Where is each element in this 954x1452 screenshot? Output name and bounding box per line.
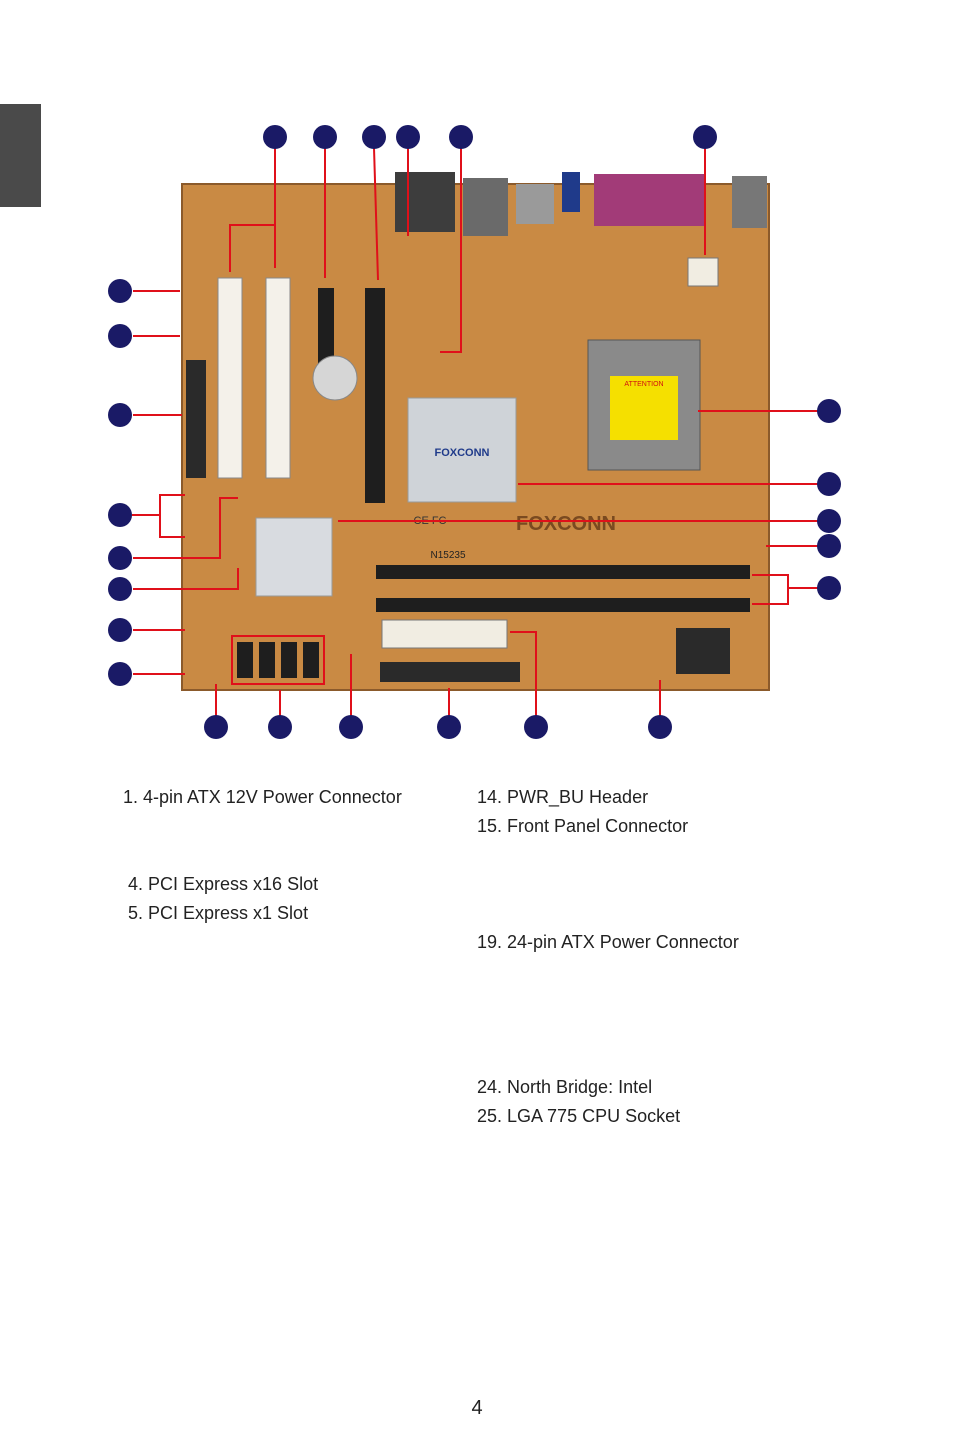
callout-marker: [268, 715, 292, 739]
callout-marker: [817, 509, 841, 533]
sata-port-1: [237, 642, 253, 678]
callout-marker: [817, 534, 841, 558]
callout-marker: [693, 125, 717, 149]
legend-item: 24. North Bridge: Intel: [477, 1077, 653, 1097]
callout-marker: [108, 662, 132, 686]
callout-marker: [108, 577, 132, 601]
board-model: N15235: [430, 550, 465, 561]
legend-item: [477, 957, 739, 986]
legend-left: 1. 4-pin ATX 12V Power Connector 4. PCI …: [123, 783, 402, 928]
callout-markers: [108, 125, 841, 739]
sata-port-3: [281, 642, 297, 678]
legend-item: [477, 870, 739, 899]
heatsink-brand: FOXCONN: [435, 447, 490, 459]
callout-marker: [108, 324, 132, 348]
legend-item: [123, 841, 402, 870]
legend-item: 25. LGA 775 CPU Socket: [477, 1106, 681, 1126]
pci-slot-2: [265, 277, 291, 479]
callout-marker: [524, 715, 548, 739]
legend-item: [477, 899, 739, 928]
rear-io-lan: [463, 178, 508, 236]
legend-item: [123, 812, 402, 841]
legend-item: 15. Front Panel Connector: [477, 816, 689, 836]
board-brand: FOXCONN: [516, 513, 616, 535]
callout-marker: [263, 125, 287, 149]
sata-port-2: [259, 642, 275, 678]
legend-item: [477, 1015, 739, 1044]
cpu-socket-cover: [610, 376, 678, 440]
legend-item: 1. 4-pin ATX 12V Power Connector: [123, 787, 402, 807]
page-number: 4: [471, 1397, 483, 1419]
legend-item: 19. 24-pin ATX Power Connector: [477, 932, 739, 952]
callout-marker: [108, 279, 132, 303]
ide-connector: [380, 662, 520, 682]
callout-marker: [362, 125, 386, 149]
sata-port-4: [303, 642, 319, 678]
callout-marker: [396, 125, 420, 149]
rear-io-vga: [562, 172, 580, 212]
legend-item: [477, 841, 739, 870]
motherboard-diagram: FOXCONN ATTENTION FOXCONN CE FC N15235: [108, 125, 841, 739]
rear-io-audio: [395, 172, 455, 232]
callout-marker: [108, 403, 132, 427]
callout-arrows: [132, 147, 828, 727]
cmos-battery: [312, 355, 358, 401]
south-bridge-heatsink: [255, 517, 333, 597]
callout-marker: [449, 125, 473, 149]
callout-marker: [817, 472, 841, 496]
legend-right: 14. PWR_BU Header 15. Front Panel Connec…: [477, 783, 739, 1131]
legend-item: 4. PCI Express x16 Slot: [128, 874, 319, 894]
callout-marker: [339, 715, 363, 739]
floppy-connector: [186, 360, 206, 478]
callout-marker: [108, 546, 132, 570]
legend-item: [477, 986, 739, 1015]
chapter-tab: [0, 104, 41, 207]
callout-marker: [648, 715, 672, 739]
callout-marker: [817, 576, 841, 600]
atx-24pin-connector: [381, 619, 508, 649]
callout-marker: [108, 503, 132, 527]
callout-marker: [817, 399, 841, 423]
callout-marker: [313, 125, 337, 149]
callout-marker: [204, 715, 228, 739]
rear-io-usb: [516, 184, 554, 224]
pcie-x1-slot: [318, 288, 334, 368]
pci-slot-1: [217, 277, 243, 479]
rear-io-ps2: [732, 176, 767, 228]
legend-item: 14. PWR_BU Header: [477, 787, 649, 807]
atx-12v-connector: [687, 257, 719, 287]
sata-group: [231, 635, 325, 685]
legend-item: 5. PCI Express x1 Slot: [128, 903, 309, 923]
north-bridge-heatsink: [407, 397, 517, 503]
legend-item: [477, 1044, 739, 1073]
pcie-x16-slot: [365, 288, 385, 503]
dimm-slot-1: [376, 565, 750, 579]
parallel-port: [594, 174, 704, 226]
callout-marker: [108, 618, 132, 642]
dimm-slot-2: [376, 598, 750, 612]
io-chip: [676, 628, 730, 674]
cpu-warning-title: ATTENTION: [624, 381, 663, 388]
callout-marker: [437, 715, 461, 739]
